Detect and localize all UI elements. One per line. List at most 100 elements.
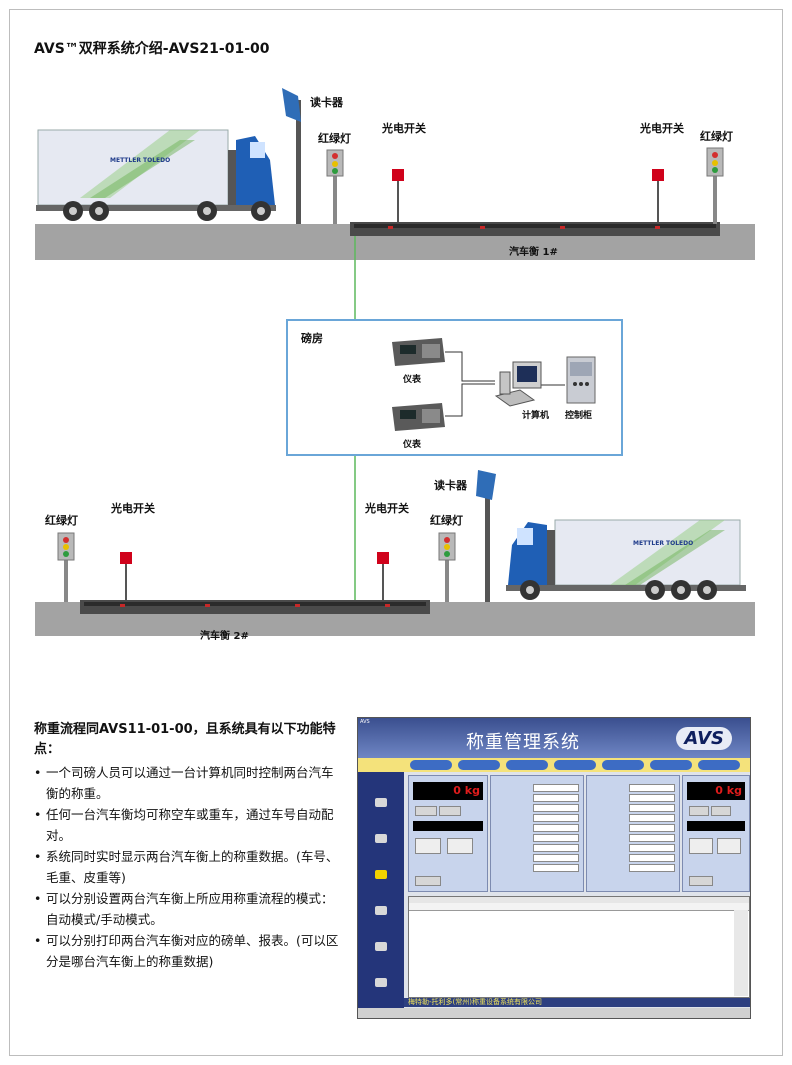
cabinet-label: 控制柜 <box>565 411 593 421</box>
car-icon <box>375 978 387 987</box>
scale1-weight-value: 0 <box>453 784 461 797</box>
form-field[interactable] <box>629 804 675 812</box>
weighbridge-room <box>286 319 623 456</box>
app-sidebar <box>358 772 404 1008</box>
upper-traffic-light-left <box>326 149 344 224</box>
lower-truck-brand: METTLER TOLEDO <box>633 540 694 547</box>
sidebar-item[interactable] <box>361 834 401 845</box>
instrument-1-label: 仪表 <box>403 375 422 385</box>
feature-item: 一个司磅人员可以通过一台计算机同时控制两台汽车衡的称重。 <box>34 762 344 804</box>
scale1-panel: 0 kg <box>408 775 488 892</box>
form-field[interactable] <box>629 794 675 802</box>
lower-card-reader <box>476 470 496 602</box>
door-icon <box>375 942 387 951</box>
feature-item: 可以分别打印两台汽车衡对应的磅单、报表。(可以区分是哪台汽车衡上的称重数据) <box>34 930 344 972</box>
form-field[interactable] <box>533 854 579 862</box>
truck-icon <box>375 798 387 807</box>
scale2-weight-value: 0 <box>715 784 723 797</box>
lower-photo-switch-right <box>377 552 389 600</box>
features-heading: 称重流程同AVS11-01-00，且系统具有以下功能特点： <box>34 722 336 757</box>
scale1-form <box>490 775 584 892</box>
form-field[interactable] <box>629 834 675 842</box>
upper-truck <box>36 129 276 221</box>
menu-button[interactable] <box>458 760 500 770</box>
features-list: 一个司磅人员可以通过一台计算机同时控制两台汽车衡的称重。 任何一台汽车衡均可称空… <box>34 762 344 972</box>
room-label: 磅房 <box>301 332 323 345</box>
scale2-print-button[interactable] <box>689 838 713 854</box>
form-field[interactable] <box>533 844 579 852</box>
scale1-tare-button[interactable] <box>439 806 461 816</box>
form-field[interactable] <box>533 834 579 842</box>
system-diagram <box>35 88 755 636</box>
menu-button[interactable] <box>602 760 644 770</box>
scale2-weight-display: 0 kg <box>687 782 745 800</box>
scale2-zero-button[interactable] <box>689 806 709 816</box>
lower-traffic-light-left-label: 红绿灯 <box>45 514 78 527</box>
form-field[interactable] <box>629 844 675 852</box>
form-field[interactable] <box>629 784 675 792</box>
sidebar-item[interactable] <box>361 978 401 989</box>
sidebar-item[interactable] <box>361 942 401 953</box>
upper-photo-switch-left <box>392 169 404 222</box>
scale2-cancel-button[interactable] <box>717 838 741 854</box>
app-header: AVS 称重管理系统 AVS <box>358 718 750 758</box>
menu-button[interactable] <box>650 760 692 770</box>
feature-item: 系统同时实时显示两台汽车衡上的称重数据。(车号、毛重、皮重等) <box>34 846 344 888</box>
upper-traffic-light-left-label: 红绿灯 <box>318 132 351 145</box>
cross-icon <box>375 870 387 879</box>
form-field[interactable] <box>533 864 579 872</box>
menu-button[interactable] <box>410 760 452 770</box>
form-field[interactable] <box>533 814 579 822</box>
scale2-action-button[interactable] <box>689 876 713 886</box>
scale2-label: 汽车衡 2# <box>200 631 249 642</box>
upper-card-reader-label: 读卡器 <box>310 96 343 109</box>
scale1-print-button[interactable] <box>415 838 441 854</box>
scale2-tare-button[interactable] <box>711 806 731 816</box>
lower-photo-switch-left <box>120 552 132 600</box>
upper-photo-switch-left-label: 光电开关 <box>382 122 426 135</box>
menu-button[interactable] <box>698 760 740 770</box>
computer-label: 计算机 <box>522 411 550 421</box>
menu-button[interactable] <box>506 760 548 770</box>
scale1-cancel-button[interactable] <box>447 838 473 854</box>
scale1-action-button[interactable] <box>415 876 441 886</box>
lower-traffic-light-left <box>57 532 75 602</box>
form-field[interactable] <box>533 784 579 792</box>
menu-button[interactable] <box>554 760 596 770</box>
scale1-zero-button[interactable] <box>415 806 437 816</box>
scale2-weight-unit: kg <box>726 784 742 797</box>
form-field[interactable] <box>629 864 675 872</box>
lower-truck <box>506 519 746 600</box>
records-table <box>408 896 750 998</box>
globe-icon <box>375 834 387 843</box>
form-field[interactable] <box>629 824 675 832</box>
table-scrollbar[interactable] <box>734 910 748 996</box>
instrument-2-label: 仪表 <box>403 440 422 450</box>
app-menubar <box>358 758 750 772</box>
sidebar-item[interactable] <box>361 870 401 881</box>
scale1-weight-unit: kg <box>464 784 480 797</box>
lower-card-reader-label: 读卡器 <box>434 479 467 492</box>
scale1-weight-display: 0 kg <box>413 782 483 800</box>
form-field[interactable] <box>533 794 579 802</box>
upper-card-reader <box>282 88 301 224</box>
page-title: AVS™双秤系统介绍-AVS21-01-00 <box>34 41 270 57</box>
feature-item: 任何一台汽车衡均可称空车或重车，通过车号自动配对。 <box>34 804 344 846</box>
sidebar-item[interactable] <box>361 906 401 917</box>
sidebar-item[interactable] <box>361 798 401 809</box>
lower-traffic-light-right <box>438 532 456 602</box>
form-field[interactable] <box>629 814 675 822</box>
form-field[interactable] <box>533 824 579 832</box>
book-icon <box>375 906 387 915</box>
upper-traffic-light-right-label: 红绿灯 <box>700 130 733 143</box>
form-field[interactable] <box>533 804 579 812</box>
instrument-1 <box>392 338 445 366</box>
upper-traffic-light-right <box>706 147 724 224</box>
form-field[interactable] <box>629 854 675 862</box>
upper-photo-switch-right-label: 光电开关 <box>640 122 684 135</box>
lower-traffic-light-right-label: 红绿灯 <box>430 514 463 527</box>
table-header <box>409 903 749 911</box>
instrument-2 <box>392 403 445 431</box>
scale1-label: 汽车衡 1# <box>509 247 558 258</box>
app-statusbar <box>358 1008 750 1018</box>
